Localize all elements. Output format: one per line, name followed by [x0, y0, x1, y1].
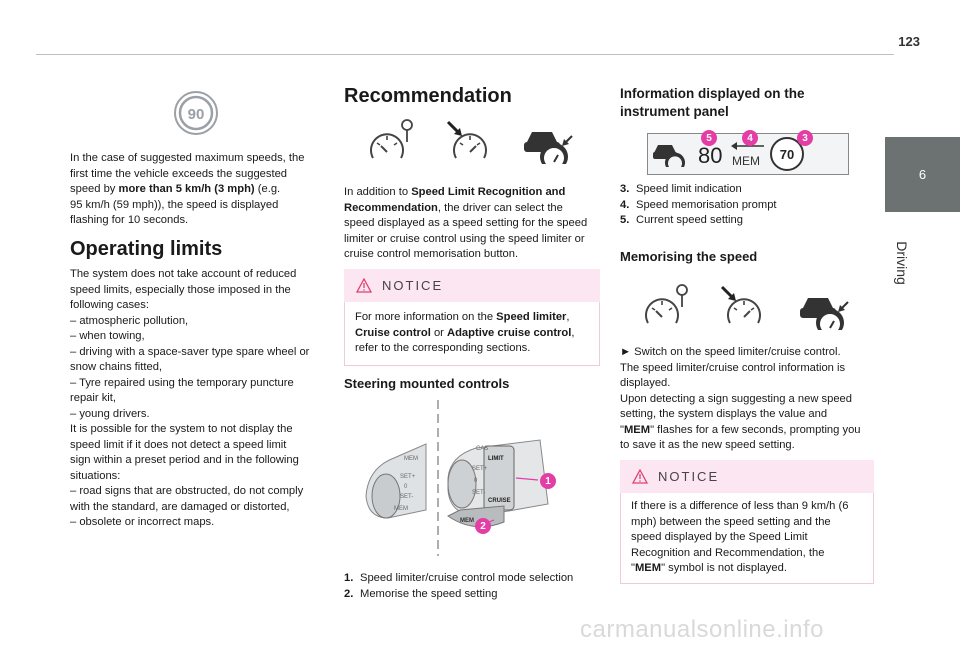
callout-badge-3: 3 — [797, 130, 813, 146]
header-rule — [36, 54, 894, 55]
callout-badge-1: 1 — [540, 473, 556, 489]
svg-text:MEM: MEM — [404, 456, 418, 462]
svg-text:CAS: CAS — [476, 446, 488, 452]
svg-text:0: 0 — [404, 484, 408, 490]
speed-sign-value: 90 — [188, 106, 205, 123]
list-item: 4.Speed memorisation prompt — [620, 198, 777, 211]
svg-text:MEM: MEM — [460, 518, 474, 524]
memorising-heading: Memorising the speed — [620, 249, 758, 264]
chapter-title: Driving — [894, 241, 910, 285]
svg-text:MEM: MEM — [394, 506, 408, 512]
svg-text:SET-: SET- — [472, 490, 485, 496]
warning-triangle-icon — [356, 278, 372, 293]
car-gauge-icon — [800, 298, 849, 330]
callout-badge-2: 2 — [475, 518, 491, 534]
steering-controls-list: 1.Speed limiter/cruise control mode sele… — [344, 571, 606, 602]
speed-sign-icon: 90 — [174, 91, 218, 135]
svg-text:CRUISE: CRUISE — [488, 498, 511, 504]
svg-text:70: 70 — [780, 147, 794, 162]
steering-stalk-illustration: MEM SET+ 0 SET- MEM CAS SET+ 0 SET- LIMI… — [365, 400, 549, 556]
gauge-arrow-icon — [720, 285, 761, 324]
instrument-panel-heading: Information displayed on the instrument … — [620, 86, 805, 119]
gauge-pin-icon — [645, 284, 688, 324]
chapter-number: 6 — [918, 167, 927, 182]
notice-body: If there is a difference of less than 9 … — [620, 493, 874, 584]
car-speed-icon — [653, 145, 685, 167]
page-number: 123 — [898, 34, 920, 49]
arrow-left-icon — [731, 142, 764, 150]
notice-box-1: NOTICE For more information on the Speed… — [344, 269, 600, 366]
steering-controls-heading: Steering mounted controls — [344, 376, 510, 391]
car-gauge-icon — [524, 132, 573, 164]
memorising-paragraph: ► Switch on the speed limiter/cruise con… — [620, 346, 861, 451]
notice-title: NOTICE — [658, 469, 720, 484]
panel-speed-value: 80 — [698, 143, 723, 168]
list-item: 2.Memorise the speed setting — [344, 587, 498, 600]
warning-triangle-icon — [632, 469, 648, 484]
gauge-pin-icon — [370, 119, 413, 159]
operating-limits-heading: Operating limits — [70, 238, 223, 260]
gauge-arrow-icon — [446, 120, 487, 159]
notice-title: NOTICE — [382, 278, 444, 293]
panel-mem-label: MEM — [732, 154, 760, 168]
intro-paragraph: In the case of suggested maximum speeds,… — [70, 152, 305, 226]
svg-text:SET+: SET+ — [400, 474, 416, 480]
svg-text:0: 0 — [474, 478, 478, 484]
operating-limits-text: The system does not take account of redu… — [70, 268, 310, 528]
panel-legend-list: 3.Speed limit indication 4.Speed memoris… — [620, 182, 880, 229]
callout-badge-5: 5 — [701, 130, 717, 146]
speed-limit-sign-icon: 70 — [770, 137, 804, 171]
list-item: 5.Current speed setting — [620, 214, 743, 226]
svg-text:LIMIT: LIMIT — [488, 456, 504, 462]
callout-badge-4: 4 — [742, 130, 758, 146]
notice-box-2: NOTICE If there is a difference of less … — [620, 460, 874, 584]
notice-body: For more information on the Speed limite… — [344, 302, 600, 366]
recommendation-paragraph: In addition to Speed Limit Recognition a… — [344, 186, 588, 260]
watermark: carmanualsonline.info — [580, 616, 824, 643]
svg-text:SET+: SET+ — [472, 466, 488, 472]
chapter-tab[interactable]: 6 — [885, 137, 960, 212]
list-item: 3.Speed limit indication — [620, 183, 742, 195]
svg-text:SET-: SET- — [400, 494, 413, 500]
recommendation-heading: Recommendation — [344, 85, 512, 107]
list-item: 1.Speed limiter/cruise control mode sele… — [344, 572, 574, 584]
